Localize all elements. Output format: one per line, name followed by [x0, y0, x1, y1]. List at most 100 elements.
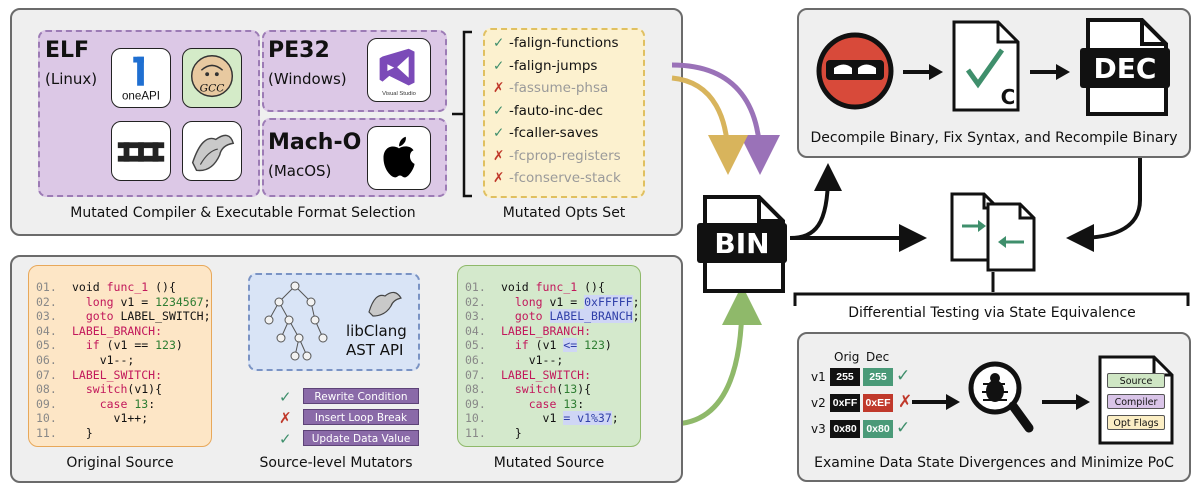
compiler-format-caption: Mutated Compiler & Executable Format Sel…	[70, 205, 416, 221]
elf-subtitle: (Linux)	[45, 70, 98, 88]
original-source-box	[28, 265, 212, 447]
mutator-mark-2: ✗	[279, 409, 292, 427]
original-code-line: 11. }	[36, 426, 93, 440]
bracket	[452, 30, 472, 198]
mutator-insert-loop-break: Insert Loop Break	[303, 409, 419, 425]
cross-icon: ✗	[493, 147, 505, 164]
check-icon: ✓	[493, 125, 505, 141]
gcc-label: GCC	[200, 82, 225, 95]
opt-label: -falign-functions	[509, 35, 619, 51]
oneapi-label: oneAPI	[122, 89, 160, 102]
macho-subtitle: (MacOS)	[268, 162, 332, 180]
mutator-update-data-value: Update Data Value	[303, 430, 419, 446]
bin-label: BIN	[714, 227, 769, 260]
original-code-line: 09. case 13:	[36, 396, 156, 411]
mutator-rewrite-condition: Rewrite Condition	[303, 388, 419, 404]
mutated-source-caption: Mutated Source	[493, 455, 605, 471]
opt-label: -fcprop-registers	[509, 147, 621, 164]
mutated-code-line: 01.void func_1 (){	[465, 280, 605, 294]
mutated-code-line: 09. case 13:	[465, 396, 585, 411]
gcc-icon: GCC	[182, 48, 242, 108]
elf-title: ELF	[45, 38, 90, 63]
apple-icon	[367, 126, 431, 190]
cross-icon: ✗	[493, 80, 505, 96]
poc-item-compiler: Compiler	[1107, 394, 1165, 409]
mutated-code-line: 02. long v1 = 0xFFFFF;	[465, 294, 640, 309]
dec-header: Dec	[866, 350, 890, 364]
binary-file-icon: BIN	[697, 195, 787, 293]
opt-item: ✗-fcprop-registers	[493, 148, 621, 164]
original-code-line: 05. if (v1 == 123)	[36, 338, 183, 353]
opts-box	[483, 28, 645, 198]
check-icon: ✓	[493, 102, 505, 119]
state-mark-v3: ✓	[896, 418, 911, 438]
visual-studio-icon: Visual Studio	[367, 38, 431, 102]
arrow-right-icon-4	[1042, 394, 1090, 410]
state-orig-v3: 0x80	[830, 420, 860, 438]
state-var-v1: v1	[811, 370, 826, 384]
mutated-code-line: 05. if (v1 <= 123)	[465, 338, 612, 353]
opt-label: -fcaller-saves	[509, 125, 599, 141]
libclang-label-1: libClang	[346, 322, 407, 340]
dec-label: DEC	[1094, 52, 1157, 85]
opt-item: ✓-falign-functions	[493, 35, 619, 51]
state-dec-v1: 255	[863, 368, 893, 386]
orig-header: Orig	[834, 350, 860, 364]
check-icon: ✓	[493, 35, 505, 51]
mutated-code-line: 10. v1 = v1%37;	[465, 411, 619, 426]
poc-item-opt-flags: Opt Flags	[1107, 415, 1165, 430]
pe32-title: PE32	[268, 38, 330, 63]
opt-item: ✓-fauto-inc-dec	[493, 103, 603, 119]
opt-item: ✗-fassume-phsa	[493, 80, 608, 96]
original-code-line: 10. v1++;	[36, 411, 149, 426]
mutated-code-line: 03. goto LABEL_BRANCH;	[465, 309, 640, 324]
mutator-mark-3: ✓	[279, 430, 292, 448]
c-file-icon: C	[952, 20, 1020, 112]
state-dec-v3: 0x80	[863, 420, 893, 438]
oneapi-icon: oneAPI	[111, 48, 171, 108]
vs-label: Visual Studio	[382, 91, 416, 97]
mutator-mark-1: ✓	[279, 388, 292, 406]
state-var-v2: v2	[811, 396, 826, 410]
cross-icon: ✗	[493, 170, 505, 186]
mutated-code-line: 07.LABEL_SWITCH:	[465, 367, 592, 382]
clang-dragon-icon-small	[368, 291, 402, 317]
original-code-line: 07.LABEL_SWITCH:	[36, 367, 163, 382]
compare-files-icon	[950, 192, 1036, 272]
state-orig-v2: 0xFF	[830, 394, 860, 412]
decompiler-ninja-icon	[816, 32, 894, 110]
mutated-code-line: 08. switch(13){	[465, 382, 592, 397]
arrow-right-icon-2	[1030, 64, 1070, 80]
original-code-line: 02. long v1 = 1234567;	[36, 294, 211, 309]
opt-item: ✓-falign-jumps	[493, 58, 597, 74]
mutators-caption: Source-level Mutators	[259, 455, 413, 471]
poc-item-source: Source	[1107, 373, 1165, 388]
state-mark-v2: ✗	[898, 392, 913, 412]
arrow-right-icon-3	[912, 394, 960, 410]
arrow-right-icon	[903, 64, 943, 80]
state-orig-v1: 255	[830, 368, 860, 386]
ast-tree-icon	[264, 281, 328, 361]
opts-caption: Mutated Opts Set	[502, 205, 626, 221]
opt-item: ✓-fcaller-saves	[493, 125, 598, 141]
original-code-line: 08. switch(v1){	[36, 382, 163, 397]
original-code-line: 06. v1--;	[36, 353, 135, 367]
opt-label: -fconserve-stack	[509, 170, 621, 186]
libclang-box	[248, 273, 420, 371]
original-source-caption: Original Source	[66, 455, 174, 471]
tcc-icon	[111, 121, 171, 181]
original-code-line: 04.LABEL_BRANCH:	[36, 323, 163, 338]
differential-caption: Differential Testing via State Equivalen…	[848, 305, 1136, 321]
state-dec-v2: 0xEF	[863, 394, 893, 412]
opt-item: ✗-fconserve-stack	[493, 170, 621, 186]
dec-file-icon: DEC	[1080, 18, 1170, 116]
mutated-code-line: 11. }	[465, 426, 522, 440]
bug-search-icon	[968, 361, 1034, 433]
decompile-caption: Decompile Binary, Fix Syntax, and Recomp…	[810, 130, 1178, 146]
state-var-v3: v3	[811, 422, 826, 436]
original-code-line: 01.void func_1 (){	[36, 280, 176, 294]
state-mark-v1: ✓	[896, 366, 911, 386]
opt-label: -fassume-phsa	[509, 80, 609, 96]
clang-dragon-icon	[182, 121, 242, 181]
